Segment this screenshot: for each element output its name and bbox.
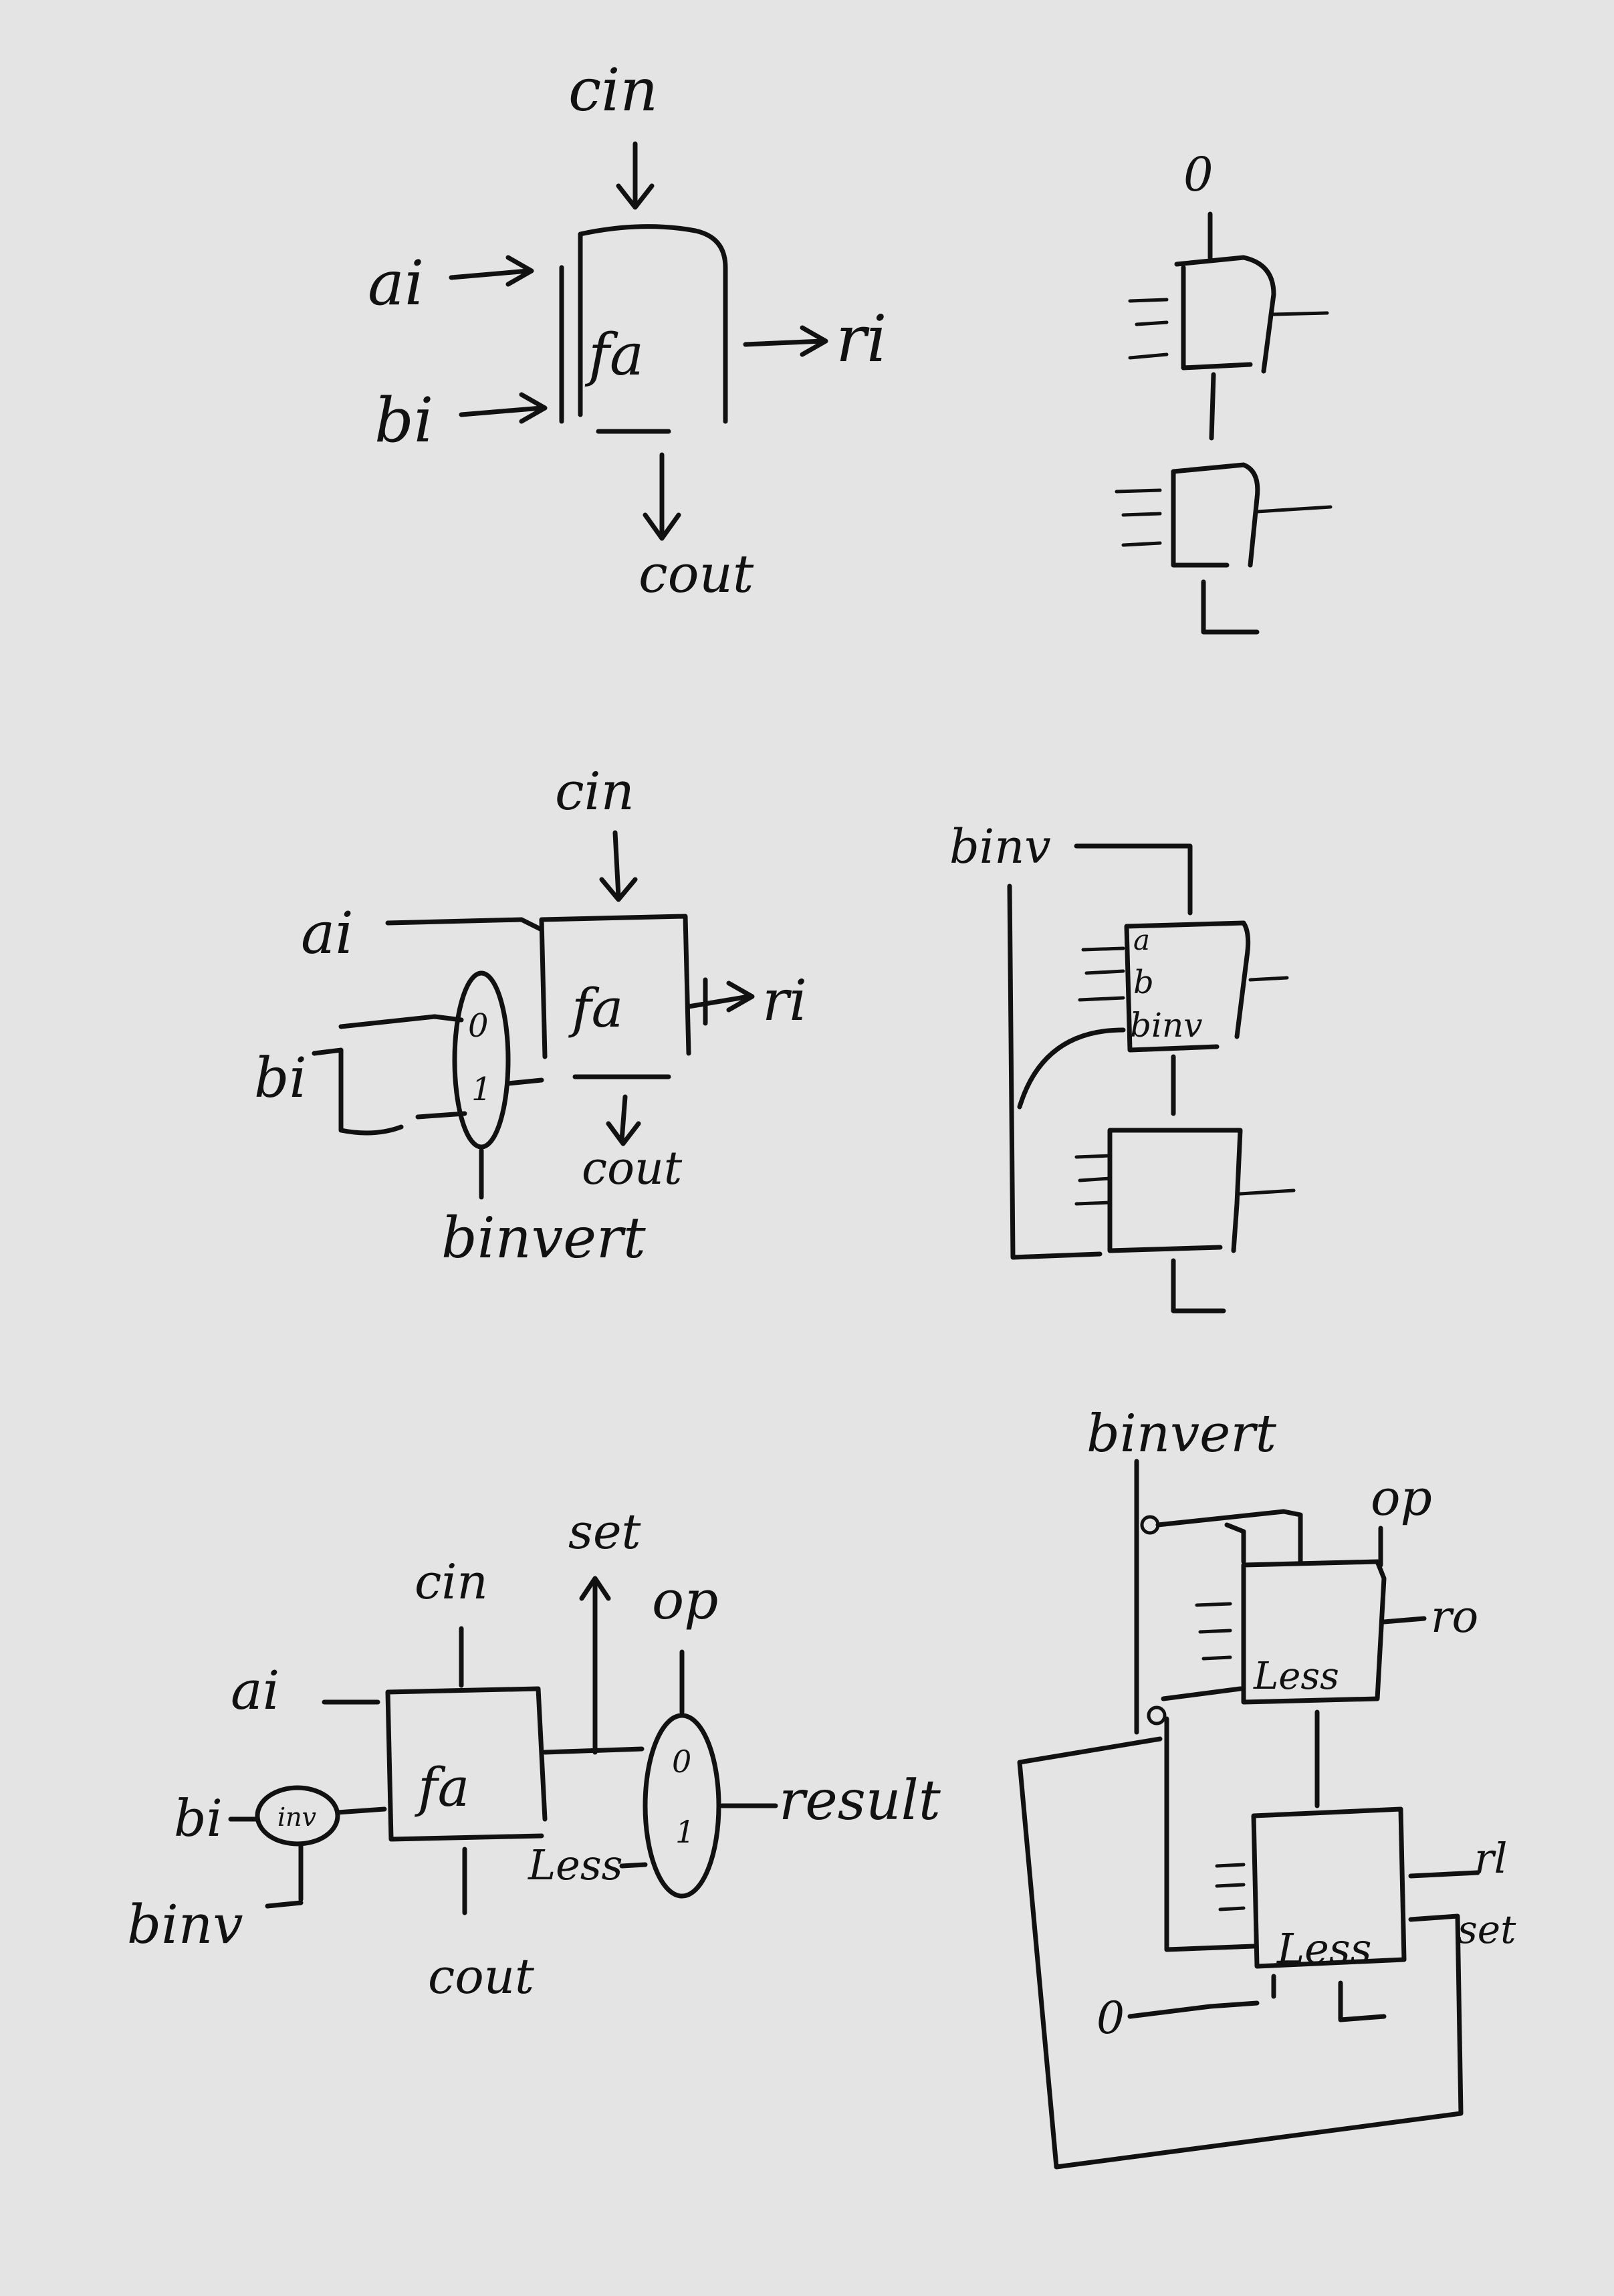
label-in-binv: binv	[1130, 1006, 1202, 1045]
wire-mux-out	[505, 1077, 544, 1086]
label-binv: binv	[127, 1893, 243, 1956]
label-cin: cin	[555, 762, 635, 822]
label-l-bottom: L	[1169, 1337, 1171, 1338]
adder-bottom-inputs	[1115, 488, 1333, 547]
label-less-top: Less	[1253, 1655, 1339, 1698]
label-ri: ri	[836, 302, 887, 377]
wire-binv-bus	[1007, 883, 1126, 1260]
label-bi: bi	[174, 1788, 223, 1848]
adder-top-inputs	[1078, 946, 1289, 1002]
label-op: op	[652, 1569, 718, 1631]
arrow-cin	[616, 141, 655, 210]
inverter-bubble	[255, 1785, 340, 1847]
adder-top	[1124, 920, 1251, 1053]
alu-top-inputs	[1195, 1602, 1232, 1661]
label-binvert: binvert	[1086, 1404, 1277, 1464]
label-fa: fa	[568, 977, 623, 1039]
wire-l	[1201, 579, 1260, 635]
wire-carry	[1209, 372, 1216, 441]
label-zero: 0	[1097, 1992, 1125, 2044]
arrow-set	[579, 1576, 611, 1755]
label-ai: ai	[231, 1659, 279, 1721]
wire-binvert-down	[1164, 1716, 1256, 1952]
junction-top	[1140, 1515, 1160, 1535]
label-binvert: binvert	[441, 1205, 646, 1271]
wire-set-feedback	[1017, 1736, 1464, 2170]
label-fa: fa	[415, 1756, 469, 1818]
arrow-cout	[643, 452, 681, 541]
label-cout: cout	[639, 544, 754, 605]
label-bi: bi	[254, 1047, 307, 1110]
arrow-bi	[459, 392, 548, 424]
alu-bottom-inputs	[1215, 1863, 1246, 1911]
arrow-cout	[606, 1094, 641, 1146]
wire-less-top	[1161, 1686, 1243, 1701]
wire-l	[1171, 1258, 1226, 1314]
wire-rl	[1408, 1870, 1480, 1879]
label-in-b: b	[1133, 964, 1154, 1001]
arrow-ri	[686, 977, 755, 1026]
wire-binv	[1074, 843, 1193, 916]
wire-ro	[1381, 1616, 1427, 1625]
label-binv: binv	[949, 819, 1051, 874]
diagram-alu-slt: binvert op Less ro Less rl set 0	[1017, 1404, 1516, 2170]
label-bi: bi	[374, 385, 433, 456]
wire-ai	[385, 917, 544, 932]
label-cout: cout	[582, 1142, 683, 1195]
arrow-ri	[743, 325, 828, 357]
mux-label-0: 0	[672, 1744, 691, 1780]
label-result: result	[779, 1769, 941, 1833]
label-rl: rl	[1474, 1834, 1507, 1883]
label-cin: cin	[568, 56, 658, 124]
label-cout: cout	[428, 1948, 535, 2004]
label-zero-top: 0	[1183, 147, 1214, 202]
adder-bottom	[1107, 1128, 1243, 1253]
mux-label-1: 1	[675, 1814, 695, 1850]
adder-box	[385, 1686, 548, 1842]
mux-label-0: 0	[468, 1007, 489, 1045]
label-fa: fa	[584, 322, 644, 389]
wire-less	[619, 1862, 648, 1869]
arrow-ai	[449, 255, 534, 287]
label-op: op	[1371, 1469, 1432, 1527]
diagram-alu-bit: cin set op ai fa bi inv binv 0 1 Less re…	[127, 1503, 941, 2004]
label-in-a: a	[1133, 924, 1150, 956]
alu-top	[1241, 1559, 1387, 1705]
label-less-bottom: Less	[1276, 1924, 1372, 1973]
mux-label-1: 1	[471, 1071, 492, 1108]
diagram-two-adders: 0 L	[1115, 147, 1333, 676]
adder-bottom	[1171, 462, 1260, 568]
mux-binvert	[452, 970, 511, 1150]
diagram-two-adders-binv: binv a b binv L	[949, 819, 1296, 1338]
alu-bottom	[1251, 1806, 1407, 1969]
wire-binvert-branch	[1155, 1509, 1303, 1564]
label-cin: cin	[415, 1554, 488, 1610]
adder-bottom-inputs	[1074, 1154, 1296, 1206]
diagram-adder-binvert: cin ai fa ri bi 0 1 binvert cout	[254, 762, 807, 1271]
wire-binv	[265, 1900, 304, 1909]
label-ai: ai	[368, 247, 424, 319]
wire-zero	[1127, 2000, 1260, 2019]
label-less: Less	[528, 1841, 623, 1889]
wire-sum	[542, 1746, 645, 1755]
arrow-cin	[599, 830, 638, 902]
wire-inv-out	[335, 1806, 387, 1815]
label-inv: inv	[277, 1802, 317, 1832]
label-ro: ro	[1431, 1591, 1478, 1643]
adder-top	[1174, 255, 1276, 374]
label-set: set	[1458, 1907, 1516, 1952]
adder-box	[578, 224, 728, 434]
mux-result	[643, 1713, 721, 1899]
label-l-bottom: L	[1196, 675, 1197, 676]
wire-binvert-branch2	[1224, 1522, 1246, 1564]
diagram-full-adder: cin ai bi fa ri cout	[368, 56, 887, 605]
wire-l	[1271, 1974, 1387, 2022]
junction-mid	[1147, 1705, 1167, 1726]
label-ri: ri	[762, 968, 807, 1033]
wire-bi	[312, 1014, 467, 1136]
label-set: set	[568, 1503, 642, 1560]
adder-top-inputs	[1128, 298, 1329, 360]
label-ai: ai	[301, 900, 354, 967]
